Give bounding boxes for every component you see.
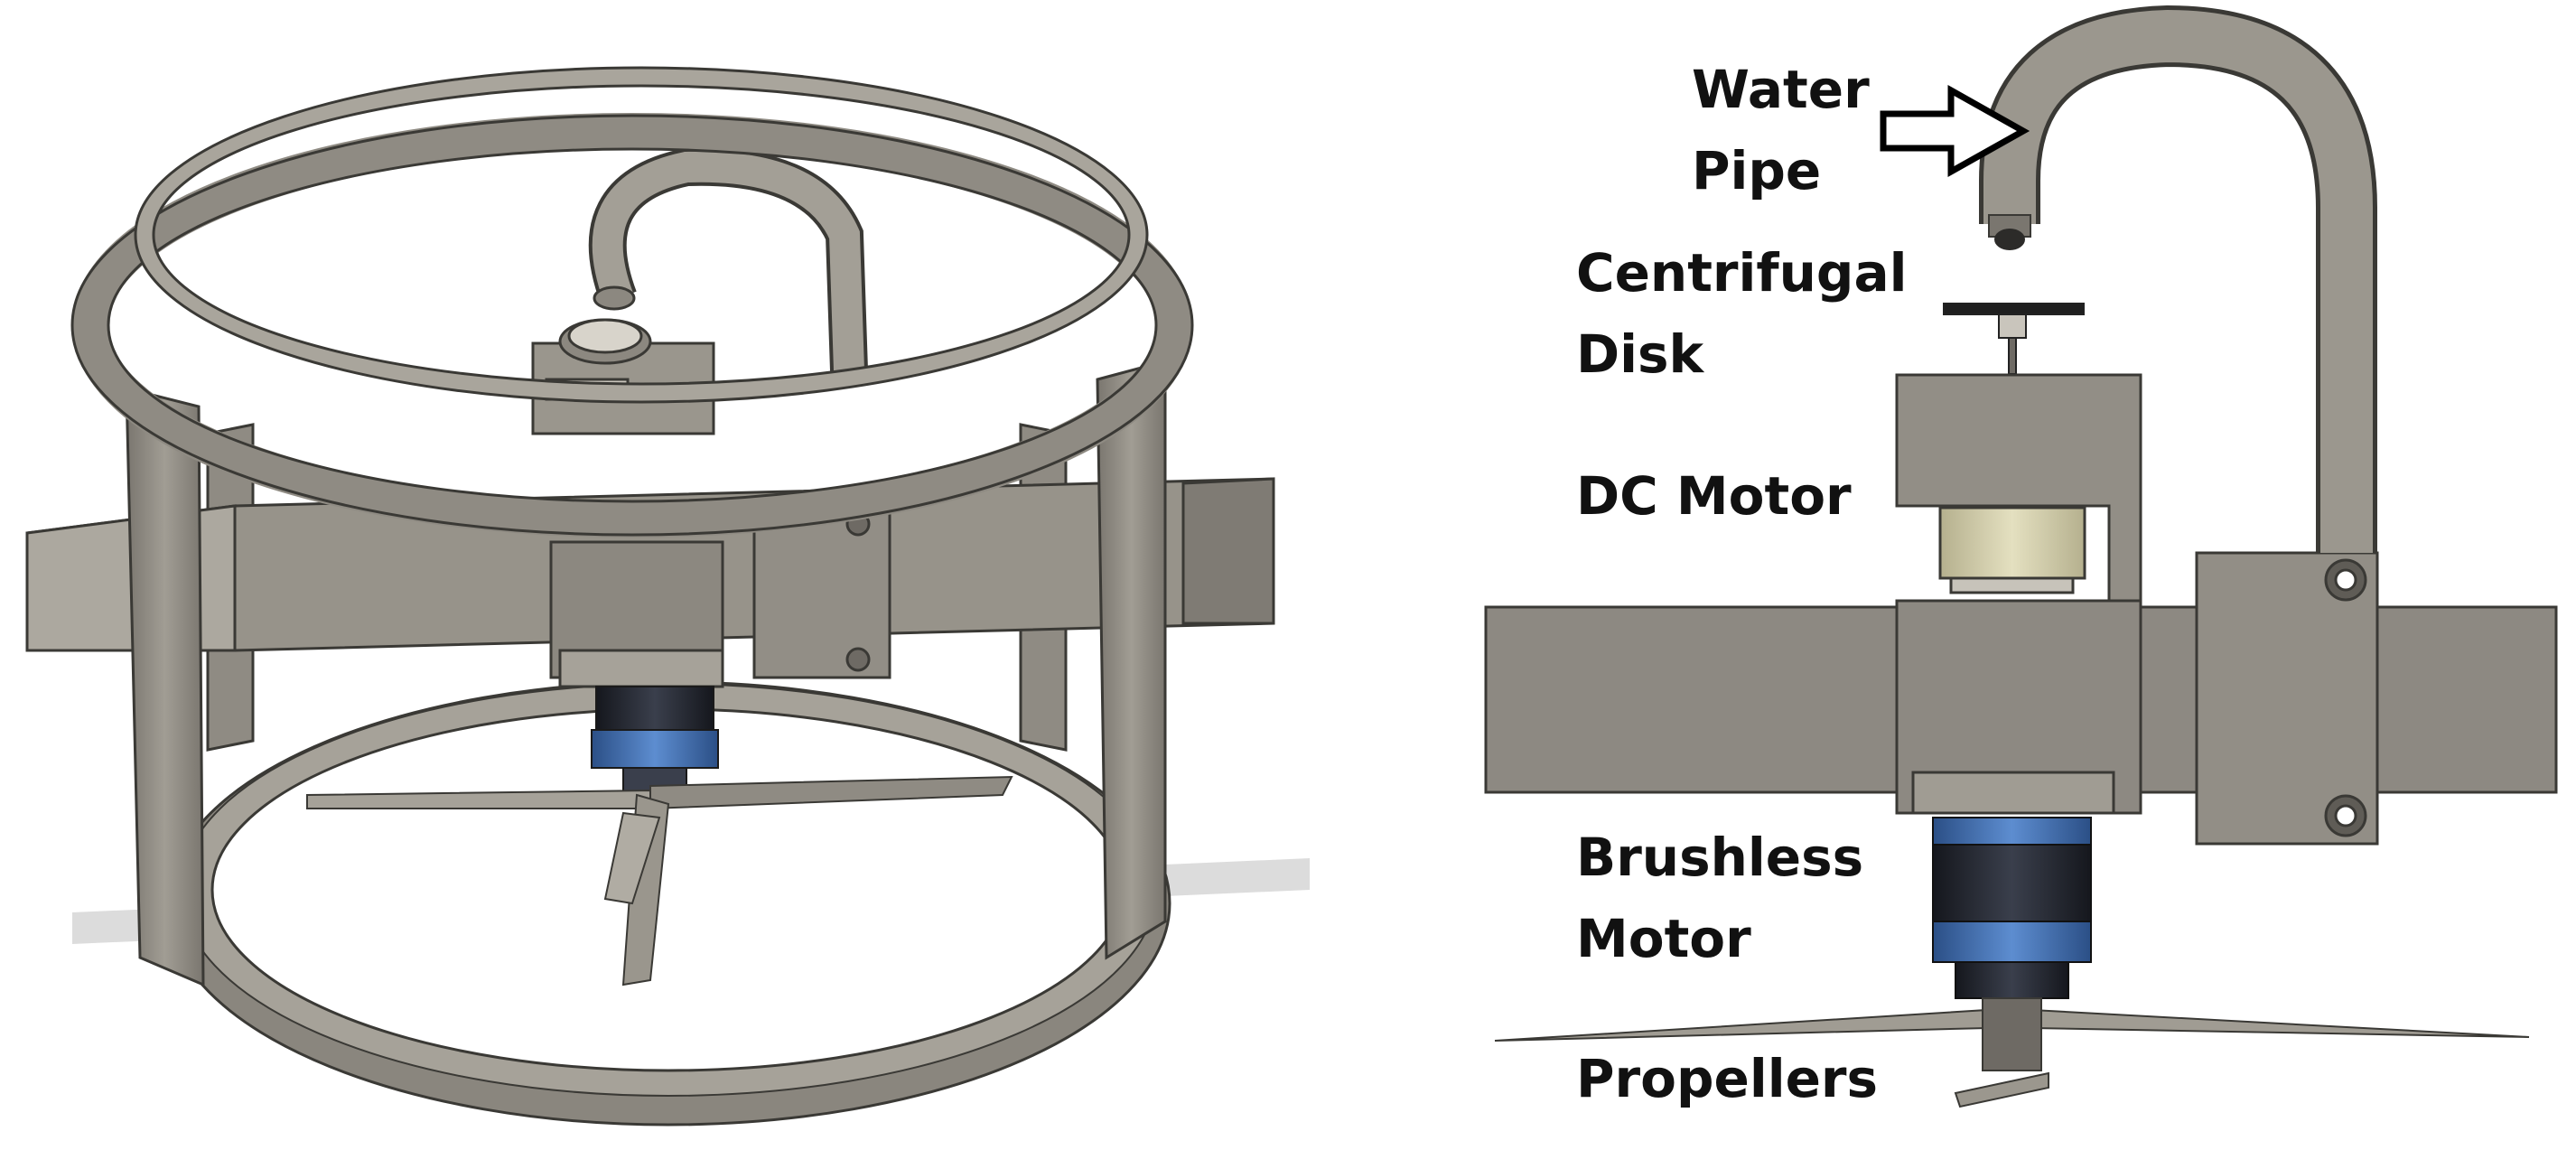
isometric-view: [25, 66, 1310, 1127]
label-propellers: Propellers: [1576, 1048, 1879, 1109]
motor-mount-block: [1895, 599, 2142, 815]
label-water-pipe-line2: Pipe: [1692, 140, 1822, 201]
label-brushless-motor-line1: Brushless: [1576, 827, 1864, 888]
label-dc-motor: DC Motor: [1576, 465, 1852, 527]
front-legs: [125, 360, 1167, 987]
brushless-motor-iso: [591, 686, 719, 805]
pipe-mount-plate: [2195, 551, 2379, 846]
center-mount: [549, 504, 891, 688]
propellers-side: [1494, 997, 2530, 1108]
label-centrifugal-disk-line2: Disk: [1576, 323, 1704, 385]
brushless-motor-side: [1932, 817, 2092, 999]
water-pipe-iso: [588, 147, 868, 371]
arrow-right-icon: [1880, 85, 2030, 177]
label-brushless-motor-line2: Motor: [1576, 908, 1751, 969]
top-ring: [70, 66, 1194, 538]
label-centrifugal-disk-line1: Centrifugal: [1576, 242, 1908, 304]
propellers-iso: [306, 775, 1013, 986]
dc-motor-iso: [531, 318, 715, 435]
side-view: [1484, 5, 2558, 1108]
water-pipe-side: [1979, 5, 2377, 553]
centrifugal-disk: [1943, 303, 2085, 375]
label-water-pipe-line1: Water: [1692, 59, 1870, 120]
